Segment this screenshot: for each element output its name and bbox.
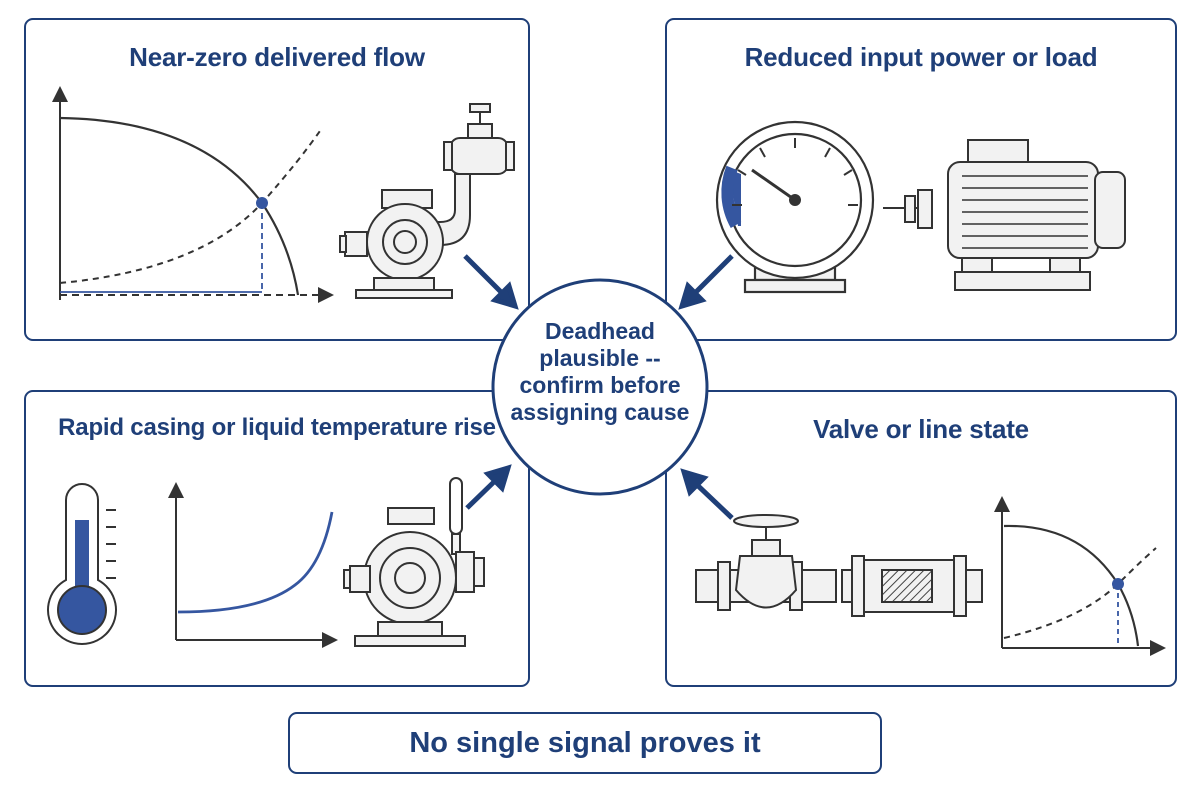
strainer-icon bbox=[841, 555, 983, 617]
panel-near-zero-flow: Near-zero delivered flow bbox=[24, 18, 530, 341]
panel-valve-line-state: Valve or line state bbox=[665, 390, 1177, 687]
center-conclusion: Deadhead plausible -- confirm before ass… bbox=[495, 318, 705, 426]
panel-title-temperature: Rapid casing or liquid temperature rise bbox=[58, 414, 496, 441]
centrifugal-pump-icon bbox=[339, 103, 515, 299]
footer-caveat: No single signal proves it bbox=[288, 712, 882, 774]
system-curve-chart bbox=[994, 496, 1166, 656]
panel-title-flow: Near-zero delivered flow bbox=[129, 42, 425, 72]
panel-title-valve: Valve or line state bbox=[813, 414, 1029, 444]
thermometer-icon bbox=[47, 483, 117, 645]
center-line-4: assigning cause bbox=[510, 399, 690, 425]
arrow-icon bbox=[463, 254, 734, 520]
center-conclusion-circle bbox=[491, 278, 709, 496]
gate-valve-icon bbox=[695, 514, 837, 611]
center-line-3: confirm before bbox=[519, 372, 681, 398]
power-gauge-icon bbox=[715, 120, 875, 294]
pump-curve-chart bbox=[52, 86, 334, 303]
center-line-2: plausible -- bbox=[539, 345, 661, 371]
electric-motor-icon bbox=[883, 139, 1126, 291]
center-line-1: Deadhead bbox=[545, 318, 655, 344]
panel-title-power: Reduced input power or load bbox=[744, 42, 1098, 72]
temperature-rise-chart bbox=[168, 482, 338, 648]
pump-thermowell-icon bbox=[343, 477, 485, 647]
